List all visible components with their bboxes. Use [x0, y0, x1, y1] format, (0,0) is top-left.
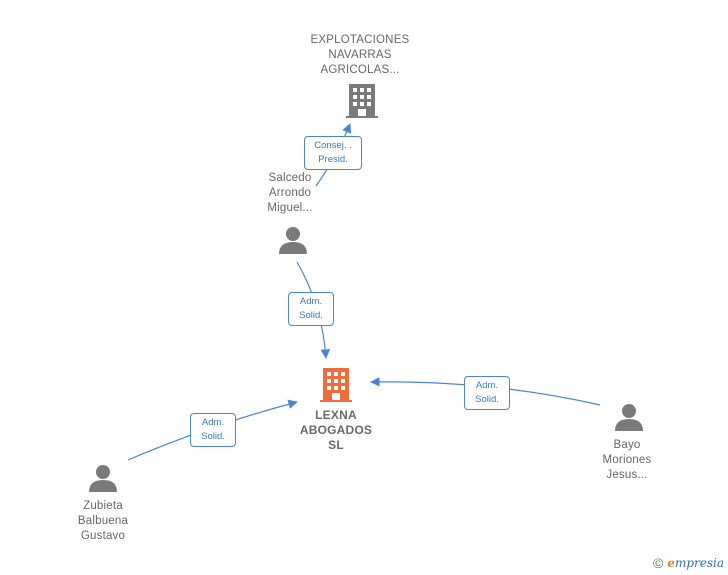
person-icon[interactable]	[88, 464, 118, 492]
edge-label-salcedo-explotaciones[interactable]: Consej. . Presid.	[304, 136, 362, 170]
node-label-line: Zubieta	[83, 500, 123, 512]
edge-label-line: Consej. .	[314, 140, 352, 151]
edge-label-line: Solid.	[299, 310, 323, 321]
edge-label-line: Adm.	[299, 296, 323, 307]
node-label-line: Arrondo	[268, 187, 312, 199]
node-label-zubieta[interactable]: Zubieta Balbuena Gustavo	[53, 499, 153, 544]
person-icon[interactable]	[278, 226, 308, 254]
edge-label-line: Solid.	[475, 394, 499, 405]
node-label-line: SL	[328, 438, 344, 452]
brand-rest: mpresia	[674, 556, 724, 570]
edge-label-zubieta-lexna[interactable]: Adm. Solid.	[190, 413, 236, 447]
node-label-line: Balbuena	[77, 515, 129, 527]
node-label-line: NAVARRAS	[328, 49, 392, 61]
node-label-line: Miguel...	[267, 202, 313, 214]
node-label-line: Gustavo	[80, 530, 126, 542]
edge-label-line: Adm.	[475, 380, 499, 391]
building-icon[interactable]	[320, 368, 352, 402]
edge-label-line: Solid.	[201, 431, 225, 442]
brand-initial: e	[667, 556, 675, 570]
node-label-salcedo[interactable]: Salcedo Arrondo Miguel...	[240, 171, 340, 216]
edge-label-line: Adm.	[201, 417, 225, 428]
node-label-lexna[interactable]: LEXNA ABOGADOS SL	[284, 408, 388, 453]
node-label-explotaciones[interactable]: EXPLOTACIONES NAVARRAS AGRICOLAS...	[300, 33, 420, 78]
edge-label-bayo-lexna[interactable]: Adm. Solid.	[464, 376, 510, 410]
node-label-line: ABOGADOS	[299, 423, 373, 437]
node-label-line: Salcedo	[268, 172, 312, 184]
node-label-line: Jesus...	[606, 469, 648, 481]
edge-label-salcedo-lexna[interactable]: Adm. Solid.	[288, 292, 334, 326]
empresia-logo: empresia	[667, 556, 724, 570]
copyright-symbol: ©	[652, 555, 664, 571]
node-label-line: EXPLOTACIONES	[310, 34, 410, 46]
building-icon[interactable]	[346, 84, 378, 118]
node-label-line: Moriones	[602, 454, 652, 466]
edge-label-line: Presid.	[318, 154, 348, 165]
node-label-line: AGRICOLAS...	[320, 64, 400, 76]
person-icon[interactable]	[614, 403, 644, 431]
node-label-line: Bayo	[613, 439, 641, 451]
empresia-watermark[interactable]: © empresia	[653, 555, 724, 571]
node-label-bayo[interactable]: Bayo Moriones Jesus...	[577, 438, 677, 483]
node-label-line: LEXNA	[315, 408, 357, 422]
